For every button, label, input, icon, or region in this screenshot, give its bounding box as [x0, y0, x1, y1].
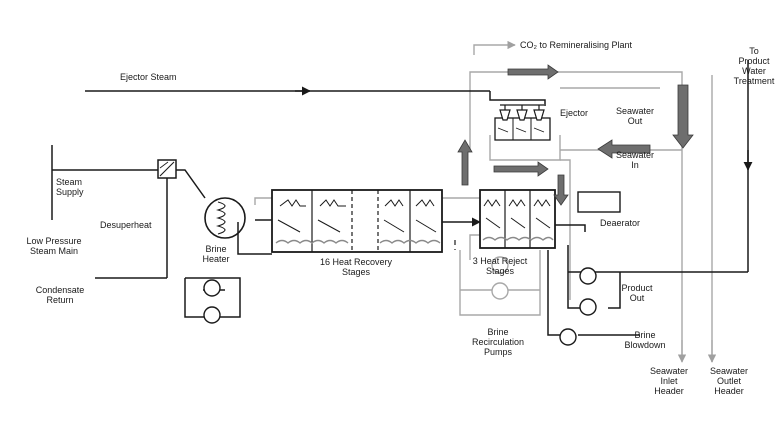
label-line: Seawater	[615, 106, 655, 116]
upflow-arrow	[457, 139, 473, 186]
label-line: Brine	[205, 244, 227, 254]
ejector-unit	[494, 104, 551, 141]
seawater-network	[254, 40, 717, 363]
label-line: 16 Heat Recovery	[319, 257, 393, 267]
flow-arrows	[457, 64, 694, 206]
label-line: Recirculation	[471, 337, 525, 347]
label-line: Supply	[56, 187, 84, 197]
seawater-down-arrow	[672, 84, 694, 149]
label-line: Inlet	[660, 376, 678, 386]
label-line: Blowdown	[624, 340, 666, 350]
label-line: Water	[742, 66, 766, 76]
deaerator-vessel	[577, 191, 621, 213]
label-line: Product	[738, 56, 770, 66]
heat-recovery-label: 16 Heat Recovery Stages	[306, 257, 406, 277]
brine-blowdown-label: Brine Blowdown	[618, 330, 672, 350]
brine-heater-label: Brine Heater	[196, 244, 236, 264]
label-line: Product	[621, 283, 653, 293]
label-line: Header	[714, 386, 744, 396]
pumps	[203, 267, 597, 346]
label-line: Condensate	[35, 285, 85, 295]
ejector-steam-label: Ejector Steam	[120, 72, 177, 82]
label-line: Treatment	[733, 76, 775, 86]
seawater-in-arrow	[597, 139, 651, 159]
steam-supply-label: Steam Supply	[56, 177, 84, 197]
seawater-in-label: Seawater In	[608, 150, 662, 170]
heat-reject-stages-block	[479, 189, 556, 249]
label-line: Seawater	[709, 366, 749, 376]
product-pump-1	[579, 267, 597, 285]
reject-down-arrow	[553, 174, 569, 206]
ejector-label: Ejector	[560, 108, 589, 118]
seawater-outlet-header-label: Seawater Outlet Header	[702, 366, 756, 396]
seawater-out-arrow	[507, 64, 559, 80]
product-water-treatment-label: To Product Water Treatment	[728, 46, 780, 86]
label-line: Stages	[485, 266, 515, 276]
label-line: Heater	[202, 254, 230, 264]
blowdown-pump	[559, 328, 577, 346]
label-line: Out	[627, 116, 643, 126]
seawater-inlet-header-label: Seawater Inlet Header	[644, 366, 694, 396]
low-pressure-steam-label: Low Pressure Steam Main	[14, 236, 94, 256]
label-line: In	[631, 160, 639, 170]
ejector-feed-arrow	[493, 161, 549, 177]
brine-heater	[204, 197, 246, 239]
brine-heater-pump-1	[203, 279, 221, 297]
product-out-label: Product Out	[616, 283, 658, 303]
deaerator-label: Deaerator	[600, 218, 641, 228]
product-pump-2	[579, 298, 597, 316]
brine-recirculation-pumps-label: Brine Recirculation Pumps	[460, 327, 536, 357]
label-line: To	[749, 46, 759, 56]
label-line: Outlet	[716, 376, 741, 386]
heat-recovery-stages-block	[271, 189, 443, 253]
seawater-out-label: Seawater Out	[608, 106, 662, 126]
label-line: Seawater	[649, 366, 689, 376]
label-line: Brine	[634, 330, 656, 340]
label-line: Header	[654, 386, 684, 396]
label-line: Steam	[56, 177, 83, 187]
desuperheat-label: Desuperheat	[100, 220, 152, 230]
label-line: Out	[629, 293, 645, 303]
label-line: Return	[46, 295, 74, 305]
label-line: Steam Main	[29, 246, 79, 256]
label-line: Low Pressure	[26, 236, 82, 246]
label-line: Stages	[341, 267, 371, 277]
heat-reject-label: 3 Heat Reject Stages	[462, 256, 538, 276]
desuperheater	[157, 159, 177, 179]
co2-remineralising-label: CO₂ to Remineralising Plant	[520, 40, 633, 50]
label-line: Brine	[487, 327, 509, 337]
label-line: 3 Heat Reject	[472, 256, 528, 266]
condensate-return-label: Condensate Return	[30, 285, 90, 305]
brine-heater-pump-2	[203, 306, 221, 324]
label-line: Seawater	[615, 150, 655, 160]
label-line: Pumps	[483, 347, 512, 357]
recirculation-pumps	[491, 256, 509, 300]
